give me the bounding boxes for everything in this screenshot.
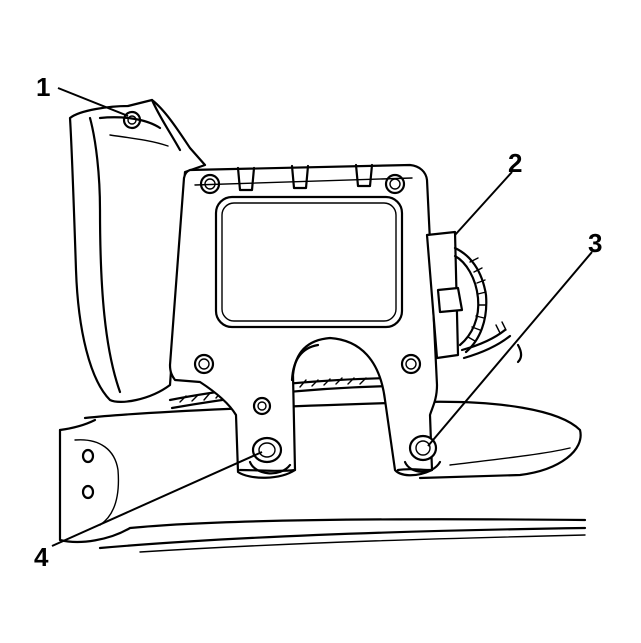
callout-3: 3	[588, 228, 602, 258]
leader-lines	[51, 87, 593, 547]
module-bracket	[168, 163, 439, 479]
mounting-bolt-right	[403, 434, 442, 473]
callout-1: 1	[36, 72, 50, 102]
leader-1	[57, 87, 129, 117]
floor-panel	[58, 400, 587, 553]
mounting-bolt-left	[248, 436, 292, 475]
electrical-connector	[425, 230, 523, 364]
nut-1	[122, 110, 142, 130]
leader-3	[427, 251, 593, 447]
callout-4: 4	[34, 542, 49, 572]
leader-2	[454, 171, 513, 236]
callout-2: 2	[508, 148, 522, 178]
side-shield	[68, 98, 207, 403]
leader-4	[51, 451, 263, 547]
